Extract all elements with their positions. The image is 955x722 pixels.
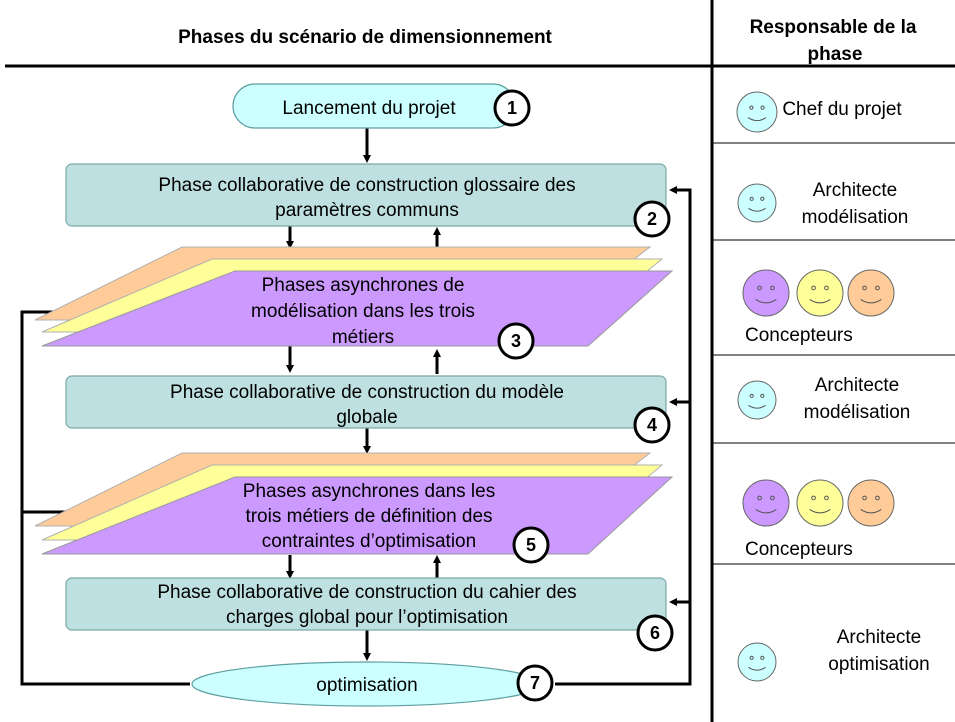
step-2-label-line1: Phase collaborative de construction glos… [158,175,575,196]
responsible-6-label-line1: Architecte [837,627,921,648]
step-4-label-line2: globale [336,407,397,428]
step-3-label-line3: métiers [332,327,394,348]
step-4-global-model: Phase collaborative de construction du m… [65,375,671,444]
step-1-number: 1 [507,98,517,118]
step-6-label-line2: charges global pour l’optimisation [226,607,508,628]
step-5-async-constraints: Phases asynchrones dans les trois métier… [34,452,674,564]
step-2-badge [633,200,671,238]
smiley-face-icon [847,269,895,317]
smiley-face-icon [742,269,790,317]
responsible-4-label-line1: Architecte [815,375,899,396]
feedback-loop-right [555,186,692,686]
smiley-face-icon [737,642,777,682]
responsible-faces [736,91,895,682]
step-7-label: optimisation [316,675,417,696]
responsible-2-label-line2: modélisation [802,207,909,228]
step-5-label-line3: contraintes d’optimisation [262,531,476,552]
step-1-badge [493,89,531,127]
responsible-2-label-line1: Architecte [813,180,897,201]
step-3-badge [497,322,535,360]
step-4-label-line1: Phase collaborative de construction du m… [170,382,564,403]
step-3-number: 3 [511,331,521,351]
step-1-launch: Lancement du projet 1 [232,83,531,129]
responsible-5: Concepteurs [745,539,853,560]
step-6-global-spec: Phase collaborative de construction du c… [65,577,674,652]
step-4-box [65,375,667,429]
responsible-4-label-line2: modélisation [804,402,911,423]
step-2-box [65,163,667,227]
step-5-label-line2: trois métiers de définition des [245,506,492,527]
smiley-face-icon [737,183,777,223]
responsible-6: Architecte optimisation [828,627,929,675]
responsible-5-label: Concepteurs [745,539,853,560]
step-5-number: 5 [526,535,536,555]
responsible-2: Architecte modélisation [802,180,909,228]
smiley-face-icon [742,479,790,527]
layer-purple [41,476,674,555]
responsible-column-title-line1: Responsable de la [750,17,917,38]
step-3-async-modelling: Phases asynchrones de modélisation dans … [34,246,674,360]
responsible-column-title-line2: phase [808,44,863,65]
step-1-label: Lancement du projet [282,98,456,119]
step-2-label-line2: paramètres communs [275,200,459,221]
responsible-3: Concepteurs [745,325,853,346]
responsible-1-label: Chef du projet [782,99,902,120]
step-6-label-line1: Phase collaborative de construction du c… [157,582,576,603]
responsible-1: Chef du projet [782,99,902,120]
step-4-badge [633,406,671,444]
step-6-number: 6 [650,623,660,643]
step-6-badge [636,614,674,652]
smiley-face-icon [737,380,777,420]
step-7-number: 7 [530,673,540,693]
phases-column-title: Phases du scénario de dimensionnement [178,27,552,48]
smiley-face-icon [736,91,778,133]
step-5-label-line1: Phases asynchrones dans les [243,481,495,502]
step-7-optimisation: optimisation 7 [191,661,554,707]
responsible-6-label-line2: optimisation [828,654,929,675]
step-3-label-line2: modélisation dans les trois [251,301,475,322]
responsible-4: Architecte modélisation [804,375,911,423]
smiley-face-icon [847,479,895,527]
step-2-number: 2 [647,209,657,229]
step-2-glossary: Phase collaborative de construction glos… [65,163,671,238]
smiley-face-icon [796,479,844,527]
smiley-face-icon [796,269,844,317]
step-7-badge [516,664,554,702]
responsible-3-label: Concepteurs [745,325,853,346]
step-5-badge [512,526,550,564]
step-3-label-line1: Phases asynchrones de [262,275,465,296]
step-4-number: 4 [647,415,657,435]
step-6-box [65,577,667,631]
